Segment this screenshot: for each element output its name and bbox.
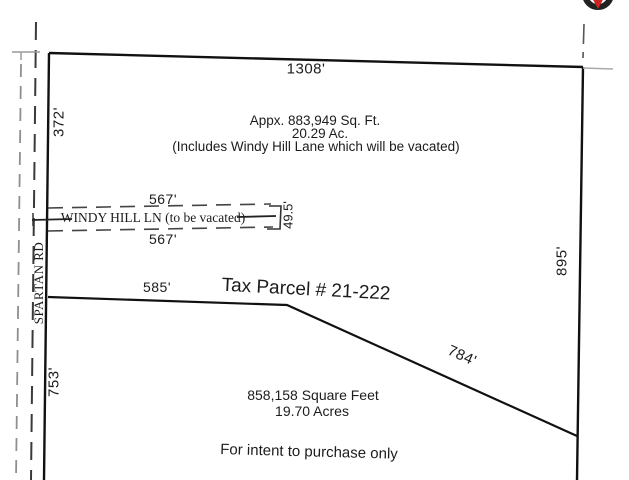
- north-compass-icon: [583, 0, 613, 10]
- upper-parcel-area-sqft: Appx. 883,949 Sq. Ft.: [249, 113, 381, 129]
- windy-hill-width-bracket: [267, 205, 282, 230]
- top-boundary-right-extension: [582, 67, 614, 70]
- upper-parcel-area-acres: 20.29 Ac.: [291, 126, 349, 142]
- dimension-left-lower-753: 753': [45, 367, 63, 397]
- dimension-windy-bottom-567: 567': [148, 230, 178, 247]
- parcel-boundary-top: [48, 51, 584, 69]
- windy-hill-dashed-line-bottom: [47, 226, 274, 232]
- parcel-division-line: [47, 295, 578, 438]
- windy-hill-dashed-line-top: [47, 203, 272, 209]
- spartan-rd-label: SPARTAN RD: [31, 241, 46, 325]
- dimension-windy-width-49-5: 49.5': [280, 201, 296, 229]
- parcel-boundary-left: [42, 52, 51, 480]
- windy-hill-centerline-right: [236, 215, 277, 218]
- lower-parcel-area-acres: 19.70 Acres: [275, 402, 349, 419]
- dimension-right-895: 895': [553, 246, 571, 276]
- dimension-mid-585: 585': [142, 278, 172, 295]
- upper-parcel-area-note: (Includes Windy Hill Lane which will be …: [172, 139, 460, 155]
- windy-hill-centerline-left: [31, 218, 73, 221]
- parcel-boundary-right: [575, 66, 585, 480]
- dimension-windy-top-567: 567': [148, 190, 178, 207]
- windy-hill-ln-label: WINDY HILL LN (to be vacated): [60, 210, 246, 226]
- spartan-rd-row-dashed-line-outer: [15, 63, 22, 480]
- lower-parcel-area-sqft: 858,158 Square Feet: [247, 386, 379, 403]
- right-boundary-upper-stub: [582, 23, 585, 59]
- dimension-top-1308: 1308': [286, 60, 326, 78]
- dimension-left-upper-372: 372': [50, 107, 68, 137]
- spartan-rd-row-dashed-line-inner: [30, 21, 37, 480]
